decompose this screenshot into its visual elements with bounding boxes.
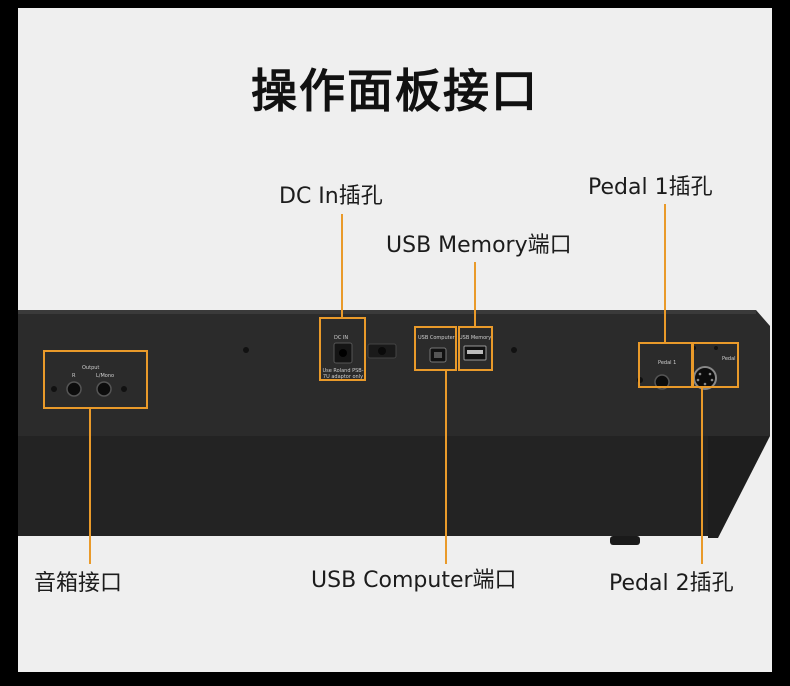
dc-adaptor-note: Use Roland PSB-7U adaptor only	[322, 368, 364, 380]
page-title: 操作面板接口	[251, 64, 539, 118]
speaker-jack-highlight	[43, 350, 148, 409]
usb-memory-callout: USB Memory端口	[386, 233, 572, 258]
image-canvas: 操作面板接口	[18, 8, 772, 672]
pedal1-highlight	[638, 342, 693, 388]
dc-in-callout: DC In插孔	[279, 184, 383, 209]
dc-in-panel-label: DC IN	[334, 335, 349, 341]
pedal2-callout: Pedal 2插孔	[609, 571, 734, 596]
dc-in-leader-line	[341, 214, 343, 317]
speaker-leader-line	[89, 409, 91, 564]
speaker-callout: 音箱接口	[34, 571, 123, 596]
output-panel-label: Output	[82, 365, 100, 371]
usb-computer-highlight	[414, 326, 457, 371]
pedal1-callout: Pedal 1插孔	[588, 175, 713, 200]
usb-memory-panel-label: USB Memory	[459, 335, 492, 341]
usb-memory-highlight	[458, 326, 493, 371]
pedal1-panel-label: Pedal 1	[658, 360, 677, 366]
usb-computer-panel-label: USB Computer	[418, 335, 455, 341]
pedal-panel-label: Pedal	[722, 356, 736, 362]
usb-computer-leader-line	[445, 371, 447, 564]
r-output-label: R	[72, 373, 76, 379]
pedal2-highlight	[692, 342, 739, 388]
pedal1-leader-line	[664, 204, 666, 342]
lmono-output-label: L/Mono	[96, 373, 115, 379]
pedal2-leader-line	[701, 388, 703, 564]
keyboard-back-panel-illustration	[18, 310, 770, 545]
usb-memory-leader-line	[474, 262, 476, 326]
dc-in-highlight	[319, 317, 366, 381]
usb-computer-callout: USB Computer端口	[311, 568, 517, 593]
